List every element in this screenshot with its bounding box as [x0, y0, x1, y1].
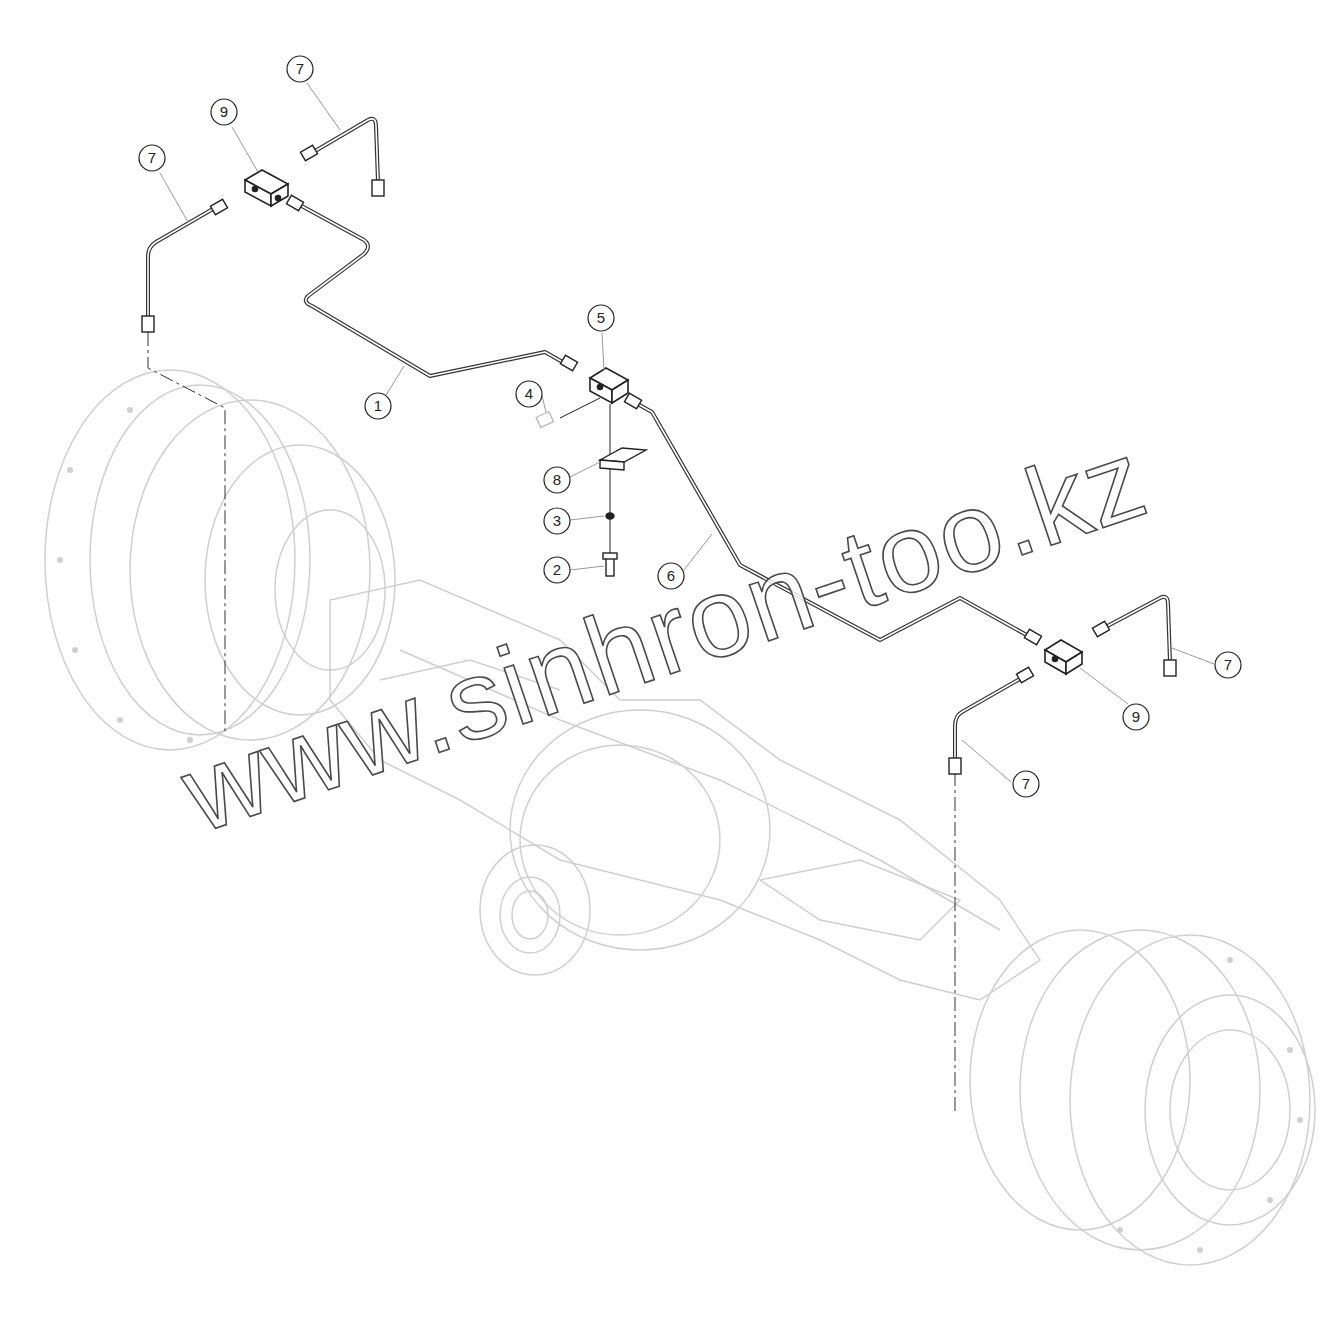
callout-number: 7 [139, 145, 165, 171]
fasteners [536, 398, 646, 576]
callout-number: 7 [1013, 771, 1039, 797]
callout-number: 7 [1215, 652, 1241, 678]
callout-number: 3 [544, 508, 570, 534]
callout-number: 5 [588, 305, 614, 331]
callout-number: 7 [287, 56, 313, 82]
callout-number: 9 [1123, 704, 1149, 730]
callout-number: 9 [211, 99, 237, 125]
watermark: www.sinhron-too.kz [167, 412, 1162, 857]
callout-number: 4 [516, 381, 542, 407]
axle-housing [45, 370, 1315, 1265]
callout-number: 1 [365, 393, 391, 419]
callout-number: 2 [544, 557, 570, 583]
wheel-bolts [57, 407, 1303, 1253]
callout-number: 8 [544, 467, 570, 493]
